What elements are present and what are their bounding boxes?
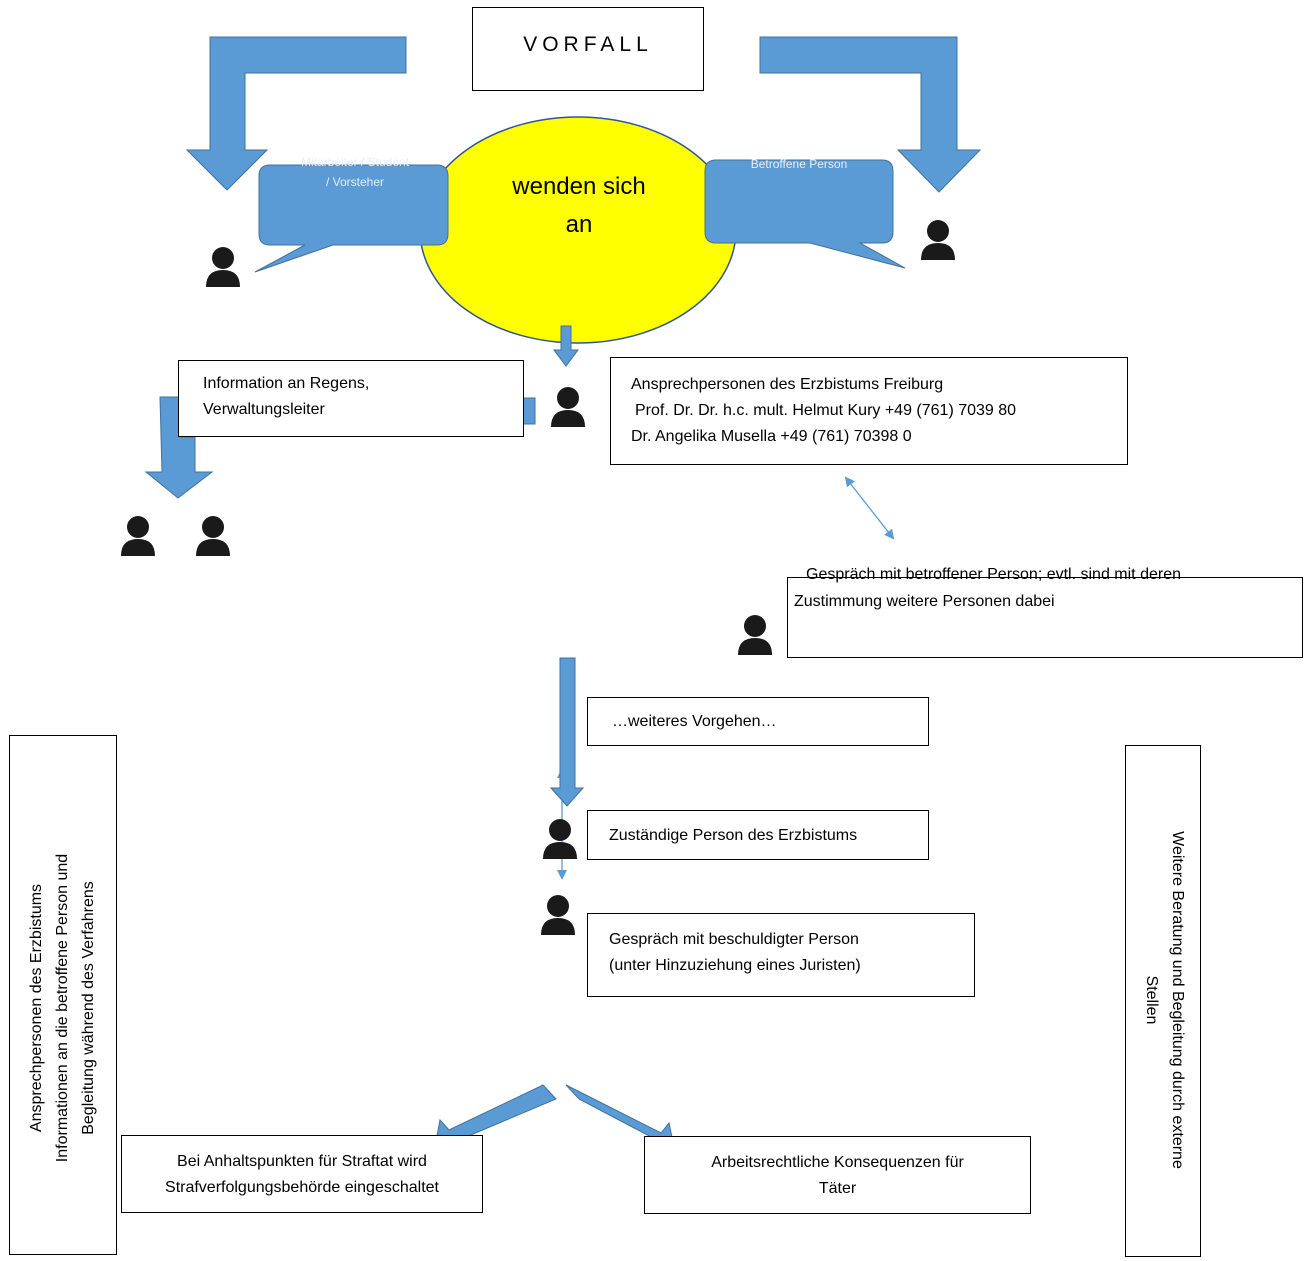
left-side-line2: Informationen an die betroffene Person u… (54, 853, 71, 1163)
bubble-left (254, 164, 449, 273)
further-steps-box: …weiteres Vorgehen… (587, 697, 929, 746)
left-side-line3: Begleitung während des Verfahrens (80, 881, 97, 1135)
info-box: Information an Regens, Verwaltungsleiter (178, 360, 524, 437)
responsible-label: Zuständige Person des Erzbistums (609, 827, 858, 844)
talk-accused-line1: Gespräch mit beschuldigter Person (609, 931, 859, 948)
talk-accused-line2: (unter Hinzuziehung eines Juristen) (609, 957, 861, 974)
bent-arrow-right (759, 36, 982, 193)
title-label: VORFALL (523, 33, 653, 56)
small-down-arrow (553, 325, 579, 367)
contacts-box: Ansprechpersonen des Erzbistums Freiburg… (610, 357, 1128, 465)
criminal-box: Bei Anhaltspunkten für Straftat wird Str… (121, 1135, 483, 1213)
bubble-right (704, 159, 906, 269)
info-line1: Information an Regens, (203, 375, 370, 392)
bubble-left-line2: / Vorsteher (325, 175, 385, 189)
right-side-line2: Stellen (1143, 975, 1160, 1025)
long-down-arrow (549, 657, 585, 807)
center-line1: wenden sich (512, 173, 646, 200)
further-steps-label: …weiteres Vorgehen… (612, 713, 777, 730)
labor-line2: Täter (818, 1180, 857, 1197)
left-side-line1: Ansprechpersonen des Erzbistums (28, 883, 45, 1133)
labor-line1: Arbeitsrechtliche Konsequenzen für (711, 1154, 964, 1171)
responsible-box: Zuständige Person des Erzbistums (587, 810, 929, 860)
title-box: VORFALL (472, 7, 704, 91)
left-side-box (9, 735, 117, 1255)
contacts-line3: Dr. Angelika Musella +49 (761) 70398 0 (631, 428, 912, 445)
bubble-right-text: Betroffene Person (705, 154, 893, 174)
info-line2: Verwaltungsleiter (203, 401, 325, 418)
labor-box: Arbeitsrechtliche Konsequenzen für Täter (644, 1136, 1031, 1214)
contacts-line2: Prof. Dr. Dr. h.c. mult. Helmut Kury +49… (635, 402, 1017, 419)
bent-arrow-left (185, 36, 407, 191)
talk-affected-line1: Gespräch mit betroffener Person; evtl. s… (806, 566, 1181, 583)
talk-affected-box (787, 577, 1303, 658)
criminal-line2: Strafverfolgungsbehörde eingeschaltet (165, 1179, 439, 1196)
talk-accused-box: Gespräch mit beschuldigter Person (unter… (587, 913, 975, 997)
criminal-line1: Bei Anhaltspunkten für Straftat wird (177, 1153, 427, 1170)
center-text: wenden sich an (470, 168, 688, 244)
contacts-line1: Ansprechpersonen des Erzbistums Freiburg (631, 376, 944, 393)
talk-affected-line2: Zustimmung weitere Personen dabei (794, 593, 1055, 610)
bubble-right-line1: Betroffene Person (750, 157, 848, 171)
center-line2: an (565, 211, 593, 238)
bubble-left-text: Mitarbeiter / Student / Vorsteher (270, 152, 440, 192)
right-side-box (1125, 745, 1201, 1257)
double-arrow-contacts (844, 476, 895, 540)
right-side-line1: Weitere Beratung und Begleitung durch ex… (1169, 831, 1186, 1169)
bubble-left-line1: Mitarbeiter / Student (300, 155, 410, 169)
